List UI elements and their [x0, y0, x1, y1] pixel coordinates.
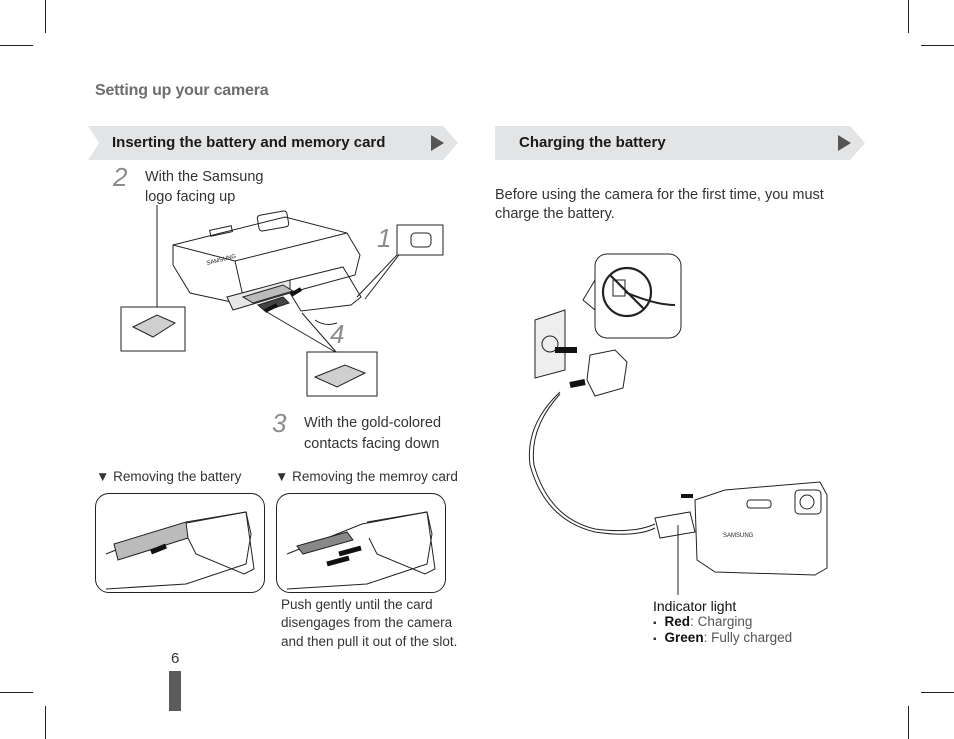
- intro-line-2: charge the battery.: [495, 206, 615, 222]
- step-2-line-2: logo facing up: [145, 189, 236, 205]
- bullet-icon: ▪: [653, 634, 657, 645]
- right-section-header: Charging the battery: [495, 126, 865, 160]
- step-2-line-1: With the Samsung: [145, 169, 264, 185]
- battery-insertion-diagram: 4 1 SAMSUNG: [120, 205, 444, 397]
- indicator-title: Indicator light: [653, 598, 737, 614]
- indicator-green-text: : Fully charged: [703, 630, 793, 645]
- indicator-red-label: Red: [664, 614, 691, 629]
- crop-mark: [908, 706, 909, 739]
- page-tab-marker: [169, 671, 181, 711]
- camera-brand-label: SAMSUNG: [723, 533, 754, 539]
- removing-card-illustration: [276, 493, 446, 593]
- push-note-line-2: disengages from the camera: [281, 615, 453, 630]
- section-title: Setting up your camera: [95, 82, 269, 99]
- card-removal-icon: [286, 511, 436, 590]
- crop-mark: [45, 0, 46, 33]
- prohibited-icon: [601, 266, 653, 318]
- crop-mark: [0, 692, 33, 693]
- charging-diagram: SAMSUNG: [528, 253, 828, 595]
- step-3-line-1: With the gold-colored: [304, 415, 442, 431]
- crop-mark: [921, 692, 954, 693]
- step-number-2: 2: [113, 162, 128, 192]
- diagram-label-1: 1: [377, 223, 391, 253]
- arrow-right-icon: [431, 135, 444, 151]
- crop-mark: [908, 0, 909, 33]
- battery-removal-icon: [105, 511, 255, 590]
- removing-card-caption: ▼ Removing the memroy card: [275, 469, 458, 484]
- diagram-label-4: 4: [330, 319, 344, 349]
- crop-mark: [45, 706, 46, 739]
- left-section-header: Inserting the battery and memory card: [88, 126, 458, 160]
- bullet-icon: ▪: [653, 618, 657, 629]
- crop-mark: [921, 45, 954, 46]
- removing-battery-caption: ▼ Removing the battery: [96, 469, 242, 484]
- arrow-right-icon: [838, 135, 851, 151]
- removing-battery-illustration: [95, 493, 265, 593]
- push-note-line-1: Push gently until the card: [281, 597, 433, 612]
- step-3-line-2: contacts facing down: [304, 436, 440, 452]
- push-note-line-3: and then pull it out of the slot.: [281, 634, 458, 649]
- step-number-3: 3: [272, 408, 287, 438]
- right-header-label: Charging the battery: [519, 134, 666, 151]
- left-header-label: Inserting the battery and memory card: [112, 134, 386, 151]
- indicator-red-item: ▪ Red: Charging: [653, 613, 752, 633]
- crop-mark: [0, 45, 33, 46]
- indicator-green-label: Green: [664, 630, 704, 645]
- page-number: 6: [171, 650, 180, 667]
- indicator-red-text: : Charging: [690, 614, 753, 629]
- intro-line-1: Before using the camera for the first ti…: [495, 187, 824, 203]
- indicator-green-item: ▪ Green: Fully charged: [653, 629, 792, 649]
